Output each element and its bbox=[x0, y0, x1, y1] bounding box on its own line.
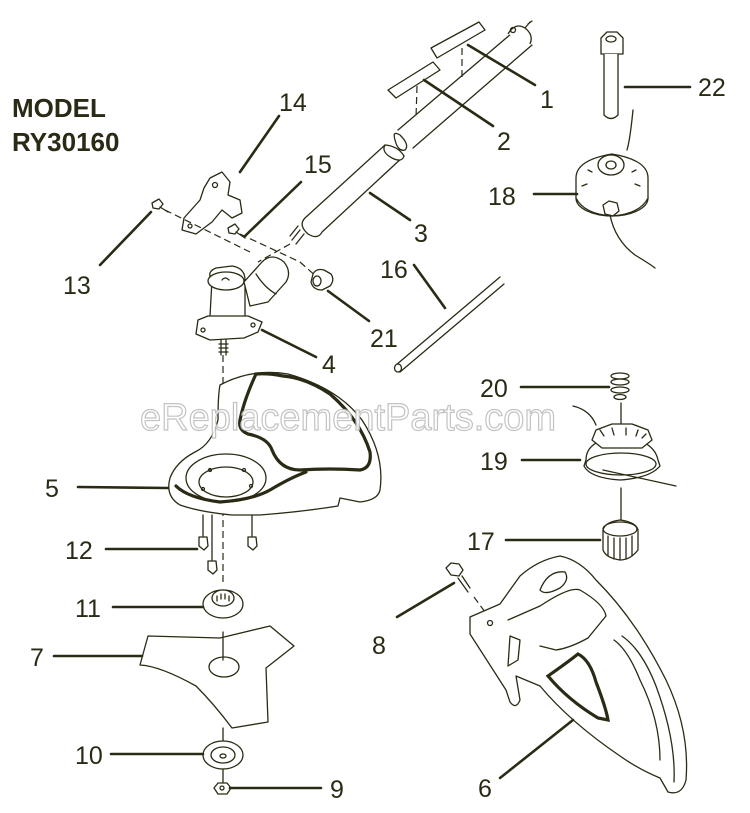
callout-16: 16 bbox=[380, 256, 408, 284]
callout-21: 21 bbox=[370, 325, 398, 353]
callout-13: 13 bbox=[63, 272, 91, 300]
screw-part-15 bbox=[227, 223, 246, 239]
model-label: MODEL bbox=[12, 93, 106, 123]
callout-18: 18 bbox=[488, 183, 516, 211]
callout-11: 11 bbox=[75, 595, 101, 623]
callout-14: 14 bbox=[279, 89, 307, 117]
drive-rod-part-16 bbox=[393, 276, 505, 373]
label-sticker-2 bbox=[387, 61, 441, 99]
callout-1: 1 bbox=[540, 86, 554, 114]
screw-part-8 bbox=[445, 562, 471, 593]
watermark-text: eReplacementParts.com bbox=[140, 397, 556, 439]
nut-part-9 bbox=[213, 782, 232, 795]
callout-22: 22 bbox=[698, 74, 726, 102]
bolt-part-22 bbox=[600, 31, 624, 120]
screws-part-12 bbox=[198, 514, 258, 575]
spool-part-19 bbox=[572, 405, 677, 487]
label-sticker-1 bbox=[430, 21, 486, 59]
bump-knob-part-17 bbox=[602, 519, 639, 561]
guard-part-6 bbox=[469, 555, 688, 794]
callout-19: 19 bbox=[480, 448, 508, 476]
model-number: RY30160 bbox=[12, 127, 119, 157]
trimmer-head-part-18 bbox=[575, 153, 656, 269]
gearhead-part-4 bbox=[195, 256, 290, 356]
callout-3: 3 bbox=[414, 220, 428, 248]
callout-4: 4 bbox=[322, 351, 336, 379]
callout-8: 8 bbox=[372, 632, 386, 660]
callout-7: 7 bbox=[30, 644, 44, 672]
callout-17: 17 bbox=[467, 528, 495, 556]
callout-2: 2 bbox=[497, 128, 511, 156]
bushing-part-21 bbox=[310, 268, 334, 291]
spring-part-20 bbox=[610, 372, 630, 433]
washer-part-11 bbox=[202, 589, 244, 619]
callout-20: 20 bbox=[480, 375, 508, 403]
callout-6: 6 bbox=[478, 775, 492, 803]
bracket-part-14 bbox=[181, 171, 243, 235]
callout-numbers: 1 2 3 4 5 6 7 8 9 10 11 12 13 14 15 16 1… bbox=[30, 74, 726, 804]
blade-part-7 bbox=[139, 625, 295, 729]
guard-part-5 bbox=[168, 371, 382, 516]
leader-lines bbox=[52, 43, 692, 790]
callout-12: 12 bbox=[65, 537, 93, 565]
washer-part-10 bbox=[202, 740, 244, 770]
callout-15: 15 bbox=[304, 151, 332, 179]
shaft-assembly bbox=[289, 20, 533, 245]
callout-5: 5 bbox=[45, 475, 59, 503]
callout-10: 10 bbox=[75, 742, 103, 770]
callout-9: 9 bbox=[330, 776, 344, 804]
